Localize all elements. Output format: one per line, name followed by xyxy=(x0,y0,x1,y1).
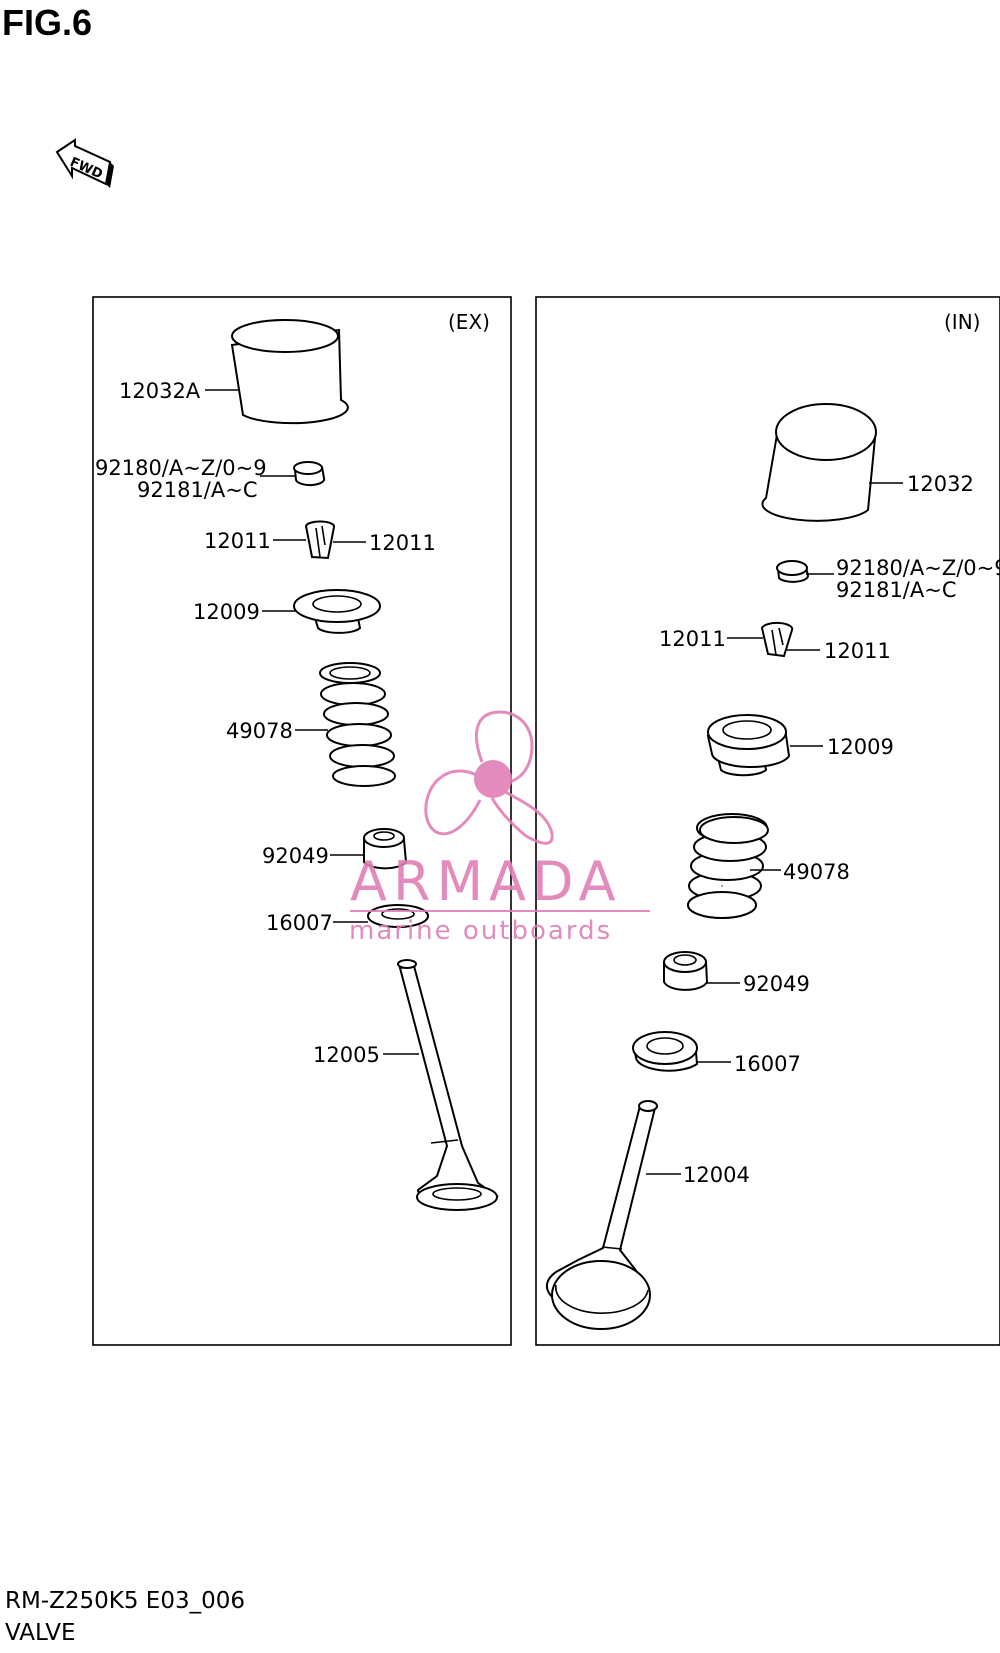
in-shim-label-b: 92181/A~C xyxy=(836,578,957,602)
ex-seal-label: 92049 xyxy=(262,844,329,868)
in-shim-label-a: 92180/A~Z/0~9 xyxy=(836,556,1000,580)
propeller-icon xyxy=(424,710,554,845)
in-tappet-part xyxy=(761,403,877,522)
ex-cotter-part xyxy=(304,520,336,560)
ex-spring-part xyxy=(319,662,396,787)
in-tappet-label: 12032 xyxy=(907,472,974,496)
in-cotter-right-label: 12011 xyxy=(824,639,891,663)
in-seat-label: 16007 xyxy=(734,1052,801,1076)
in-panel-tag: (IN) xyxy=(944,310,980,334)
in-seal-label: 92049 xyxy=(743,972,810,996)
ex-valve-label: 12005 xyxy=(313,1043,380,1067)
ex-retainer-label: 12009 xyxy=(193,600,260,624)
ex-tappet-part xyxy=(230,319,349,425)
watermark-tagline: marine outboards xyxy=(349,916,612,946)
ex-retainer-part xyxy=(293,589,381,634)
in-panel-frame xyxy=(535,296,1000,1346)
ex-shim-label-b: 92181/A~C xyxy=(137,478,258,502)
in-spring-label: 49078 xyxy=(783,860,850,884)
ex-seat-label: 16007 xyxy=(266,911,333,935)
in-shim-part xyxy=(776,560,810,583)
ex-cotter-right-label: 12011 xyxy=(369,531,436,555)
watermark: ARMADA marine outboards xyxy=(349,710,650,946)
ex-seal-part xyxy=(363,828,408,870)
diagram-name: VALVE xyxy=(5,1620,76,1646)
in-valve-label: 12004 xyxy=(683,1163,750,1187)
in-seat-part xyxy=(632,1031,699,1072)
fwd-arrow-icon: FWD xyxy=(55,138,114,188)
in-spring-part xyxy=(687,813,769,919)
ex-panel-tag: (EX) xyxy=(448,310,490,334)
in-seal-part xyxy=(663,951,709,991)
figure-title: FIG.6 xyxy=(2,2,93,43)
ex-spring-label: 49078 xyxy=(226,719,293,743)
in-retainer-label: 12009 xyxy=(827,735,894,759)
propeller-hub xyxy=(474,760,512,798)
watermark-brand: ARMADA xyxy=(350,850,622,913)
ex-shim-label-a: 92180/A~Z/0~9 xyxy=(95,456,267,480)
ex-tappet-label: 12032A xyxy=(119,379,201,403)
ex-cotter-left-label: 12011 xyxy=(204,529,271,553)
in-valve-part xyxy=(545,1100,658,1330)
diagram-code: RM-Z250K5 E03_006 xyxy=(5,1588,246,1614)
ex-shim-part xyxy=(293,461,326,487)
in-retainer-part xyxy=(706,714,791,777)
in-cotter-left-label: 12011 xyxy=(659,627,726,651)
in-cotter-part xyxy=(760,621,794,658)
ex-valve-part xyxy=(397,959,499,1211)
